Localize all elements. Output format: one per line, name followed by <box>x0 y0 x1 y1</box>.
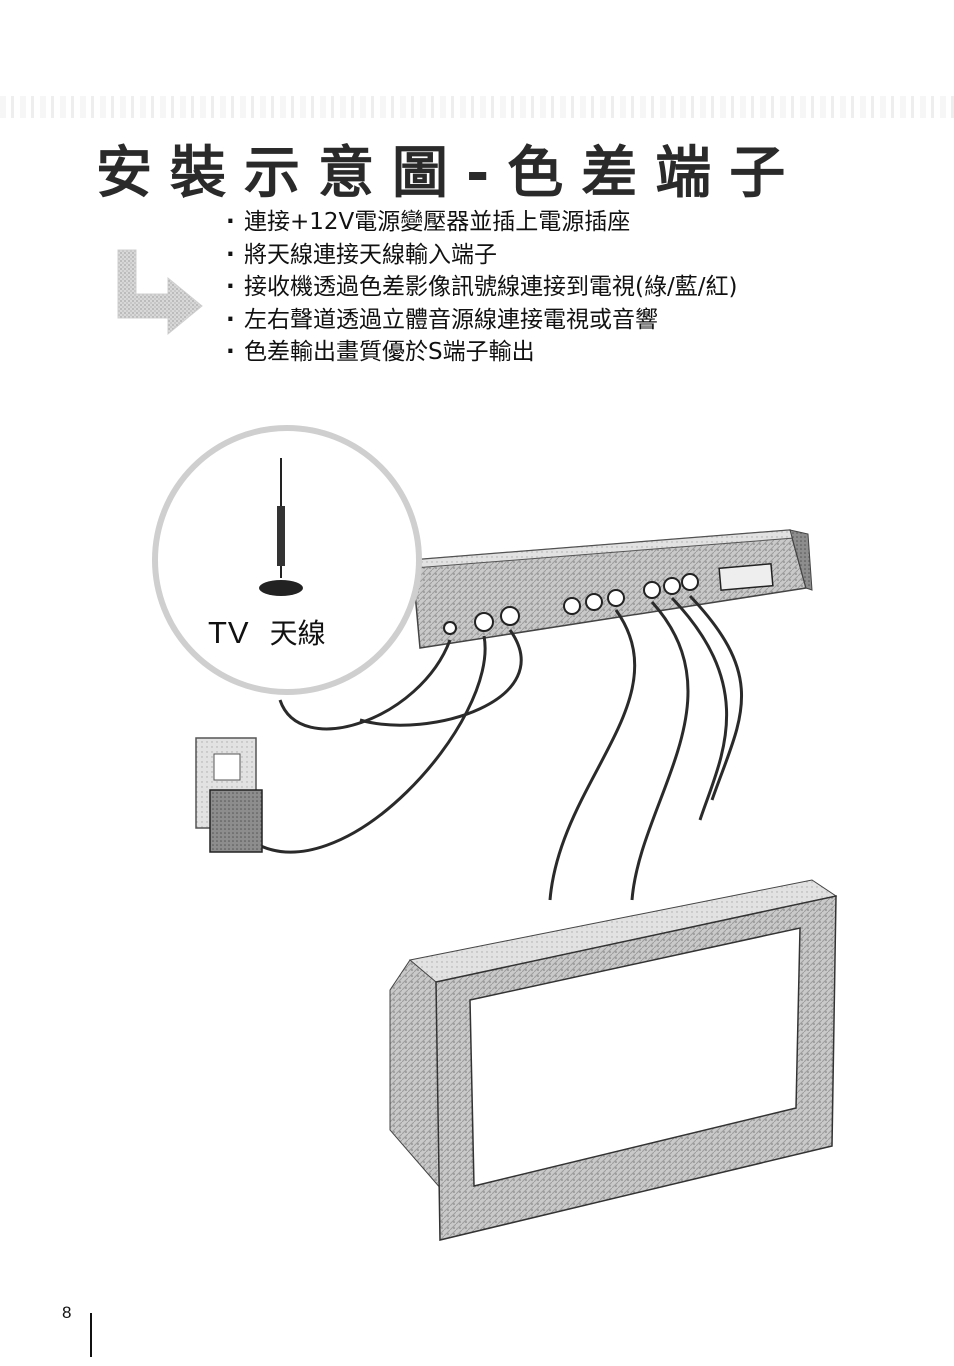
antenna-text: 天線 <box>269 617 326 650</box>
arrow-icon <box>117 249 203 336</box>
decorative-banner <box>0 96 954 118</box>
bullet-marker: · <box>226 274 235 300</box>
instruction-item: ·將天線連接天線輸入端子 <box>226 239 737 272</box>
instruction-list: ·連接+12V電源變壓器並插上電源插座 ·將天線連接天線輸入端子 ·接收機透過色… <box>226 206 737 369</box>
antenna-bubble <box>152 425 422 695</box>
bullet-marker: · <box>226 339 235 365</box>
television <box>389 879 838 1241</box>
page-title: 安裝示意圖-色差端子 <box>96 141 804 206</box>
page-number: 8 <box>62 1303 72 1322</box>
instruction-item: ·色差輸出畫質優於S端子輸出 <box>226 336 737 369</box>
page-divider <box>90 1313 92 1357</box>
bullet-marker: · <box>226 306 235 333</box>
installation-illustration <box>152 425 838 1241</box>
instruction-item: ·連接+12V電源變壓器並插上電源插座 <box>226 206 737 239</box>
instruction-item: ·接收機透過色差影像訊號線連接到電視(綠/藍/紅) <box>226 271 737 304</box>
tv-label: TV <box>208 615 250 650</box>
receiver-box <box>411 529 813 649</box>
bullet-marker: · <box>226 241 235 268</box>
instruction-item: ·左右聲道透過立體音源線連接電視或音響 <box>226 304 737 337</box>
wall-outlet <box>195 737 263 853</box>
antenna-label: TV 天線 <box>208 612 326 652</box>
bullet-marker: · <box>226 209 235 235</box>
